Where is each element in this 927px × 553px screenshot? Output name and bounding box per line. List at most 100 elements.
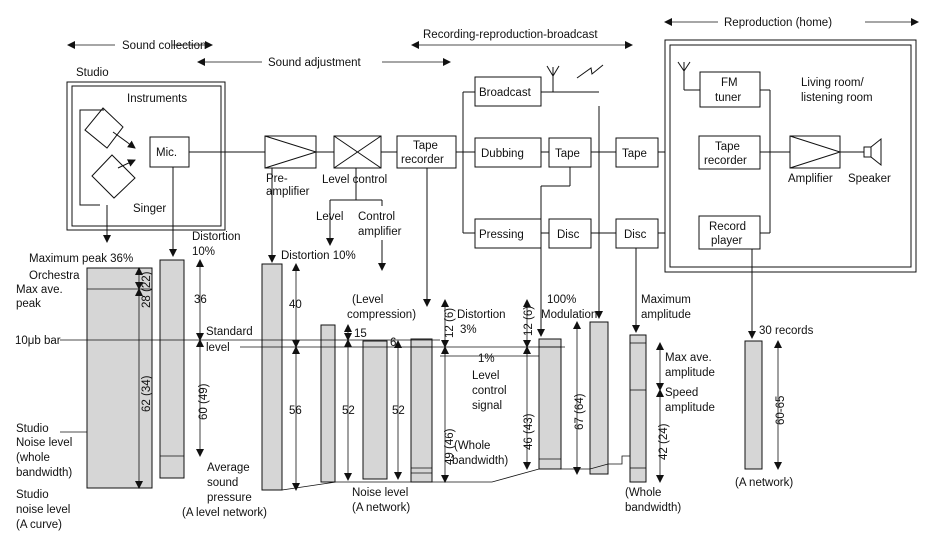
svg-text:Max ave.: Max ave. bbox=[16, 284, 63, 296]
svg-text:49 (46): 49 (46) bbox=[444, 428, 456, 465]
broadcast-box bbox=[474, 76, 542, 107]
tape-box-2 bbox=[615, 137, 659, 168]
fm-tuner-box bbox=[699, 71, 761, 108]
svg-text:Level control: Level control bbox=[322, 174, 387, 186]
control-amp-label-1: Control bbox=[358, 211, 395, 223]
bar-level-control bbox=[320, 324, 336, 483]
home-tape-recorder-box bbox=[698, 135, 761, 170]
svg-text:level: level bbox=[206, 342, 230, 354]
bar-mic bbox=[159, 259, 185, 479]
svg-text:30 records: 30 records bbox=[759, 325, 814, 337]
svg-text:noise level: noise level bbox=[16, 504, 70, 516]
svg-text:60 (49): 60 (49) bbox=[198, 383, 210, 420]
svg-text:Average: Average bbox=[207, 462, 250, 474]
section-headers: Sound collection Sound adjustment Record… bbox=[67, 17, 919, 69]
speaker-icon: Speaker bbox=[848, 137, 891, 185]
svg-text:Disc: Disc bbox=[557, 229, 580, 241]
level-control: Level control bbox=[322, 135, 387, 186]
header-recording: Recording-reproduction-broadcast bbox=[423, 29, 598, 41]
svg-text:12 (6): 12 (6) bbox=[523, 306, 535, 336]
svg-text:Level: Level bbox=[472, 370, 500, 382]
svg-text:Tape: Tape bbox=[622, 148, 647, 160]
studio-group: Studio Instruments Singer Mic. bbox=[66, 67, 226, 231]
home-reproduction: FM tuner Living room/ listening room Tap… bbox=[664, 39, 917, 273]
svg-text:Studio: Studio bbox=[16, 423, 49, 435]
svg-text:control: control bbox=[472, 385, 507, 397]
pressing-box bbox=[474, 218, 542, 249]
dimension-lines bbox=[135, 259, 782, 491]
svg-text:Broadcast: Broadcast bbox=[479, 87, 532, 99]
header-reproduction: Reproduction (home) bbox=[724, 17, 832, 29]
svg-text:Maximum: Maximum bbox=[641, 294, 691, 306]
svg-text:Studio: Studio bbox=[16, 489, 49, 501]
svg-text:Noise level: Noise level bbox=[16, 437, 72, 449]
svg-text:56: 56 bbox=[289, 405, 302, 417]
connector-arrows bbox=[103, 91, 756, 491]
header-sound-adjustment: Sound adjustment bbox=[268, 57, 362, 69]
svg-text:Orchestra: Orchestra bbox=[29, 270, 80, 282]
svg-text:bandwidth): bandwidth) bbox=[625, 502, 681, 514]
svg-text:28 (22): 28 (22) bbox=[141, 271, 153, 308]
svg-text:Tape: Tape bbox=[413, 140, 438, 152]
svg-text:67 (64): 67 (64) bbox=[574, 393, 586, 430]
svg-text:bandwidth): bandwidth) bbox=[16, 467, 72, 479]
svg-text:sound: sound bbox=[207, 477, 238, 489]
svg-text:Record: Record bbox=[709, 221, 746, 233]
control-amp-label-2: amplifier bbox=[358, 226, 402, 238]
living-room-label-1: Living room/ bbox=[801, 77, 864, 89]
amplifier: Amplifier bbox=[788, 135, 842, 185]
mic-label: Mic. bbox=[156, 147, 177, 159]
svg-text:100%: 100% bbox=[547, 294, 576, 306]
studio-title: Studio bbox=[76, 67, 109, 79]
svg-text:signal: signal bbox=[472, 400, 502, 412]
tape-recorder-box bbox=[396, 135, 457, 169]
bar-preamp bbox=[261, 263, 283, 491]
svg-text:62 (34): 62 (34) bbox=[141, 375, 153, 412]
svg-text:1%: 1% bbox=[478, 353, 495, 365]
svg-text:10μb bar: 10μb bar bbox=[15, 335, 61, 347]
record-player-box bbox=[698, 215, 761, 250]
header-sound-collection: Sound collection bbox=[122, 40, 206, 52]
mic-box bbox=[149, 136, 190, 168]
svg-text:Dubbing: Dubbing bbox=[481, 148, 524, 160]
svg-text:10%: 10% bbox=[192, 246, 215, 258]
svg-text:(A curve): (A curve) bbox=[16, 519, 62, 531]
svg-text:Distortion 10%: Distortion 10% bbox=[281, 250, 356, 262]
svg-text:amplifier: amplifier bbox=[266, 186, 310, 198]
svg-text:Max ave.: Max ave. bbox=[665, 352, 712, 364]
living-room-label-2: listening room bbox=[801, 92, 873, 104]
svg-text:Distortion: Distortion bbox=[457, 309, 506, 321]
svg-text:Tape: Tape bbox=[715, 141, 740, 153]
level-labels: Maximum peak 36% Orchestra Max ave. peak… bbox=[15, 231, 814, 531]
svg-text:peak: peak bbox=[16, 298, 41, 310]
svg-text:Speaker: Speaker bbox=[848, 173, 891, 185]
svg-text:(A network): (A network) bbox=[735, 477, 793, 489]
svg-text:compression): compression) bbox=[347, 309, 416, 321]
svg-text:Tape: Tape bbox=[555, 148, 580, 160]
svg-text:(Whole: (Whole bbox=[625, 487, 661, 499]
svg-text:amplitude: amplitude bbox=[641, 309, 691, 321]
singer-icon bbox=[91, 154, 136, 199]
svg-text:(Whole: (Whole bbox=[454, 440, 490, 452]
svg-text:15: 15 bbox=[354, 328, 367, 340]
signal-chain: Pre- amplifier Level control Level Contr… bbox=[189, 64, 699, 249]
svg-text:recorder: recorder bbox=[704, 155, 747, 167]
antenna-icon bbox=[546, 64, 604, 79]
svg-text:tuner: tuner bbox=[715, 92, 741, 104]
svg-text:3%: 3% bbox=[460, 324, 477, 336]
studio-inner-frame bbox=[71, 85, 222, 227]
svg-text:(whole: (whole bbox=[16, 452, 50, 464]
dubbing-box bbox=[474, 137, 542, 168]
svg-text:36: 36 bbox=[194, 294, 207, 306]
svg-text:42 (24): 42 (24) bbox=[658, 423, 670, 460]
instruments-label: Instruments bbox=[127, 93, 187, 105]
svg-text:amplitude: amplitude bbox=[665, 402, 715, 414]
svg-text:pressure: pressure bbox=[207, 492, 252, 504]
singer-label: Singer bbox=[133, 203, 166, 215]
bar-broadcast bbox=[589, 321, 609, 475]
svg-text:52: 52 bbox=[342, 405, 355, 417]
bar-disc bbox=[629, 334, 647, 483]
svg-text:Pre-: Pre- bbox=[266, 173, 288, 185]
svg-text:FM: FM bbox=[721, 77, 738, 89]
